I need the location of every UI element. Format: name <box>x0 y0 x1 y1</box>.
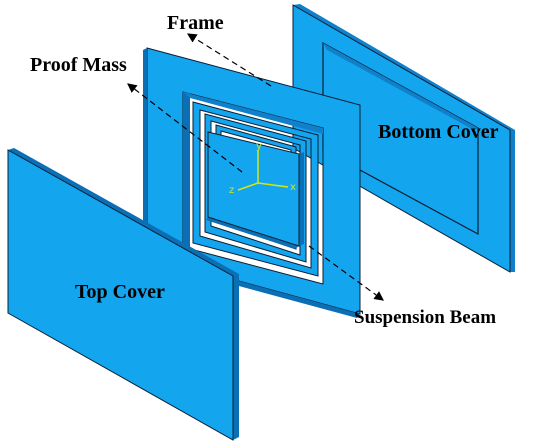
top-cover <box>7 148 239 441</box>
label-proof-mass: Proof Mass <box>30 54 127 76</box>
bottom-cover <box>292 4 515 273</box>
frame-side-left <box>143 48 147 256</box>
frame-hole-left-depth <box>183 92 190 248</box>
coordinate-axes: y x z <box>229 141 296 196</box>
label-suspension-beam: Suspension Beam <box>354 307 496 328</box>
bottom-cover-window-lip <box>323 43 478 130</box>
bottom-cover-side <box>293 4 515 130</box>
top-cover-top-edge <box>8 148 239 276</box>
axis-x-line <box>257 182 289 188</box>
axis-y-label: y <box>256 141 262 152</box>
proof-mass-side <box>299 152 304 246</box>
label-top-cover: Top Cover <box>75 281 165 303</box>
suspension-beam-outer <box>192 101 319 277</box>
proof-mass <box>206 131 304 249</box>
top-cover-face <box>7 149 234 441</box>
frame-leader-arrow <box>186 33 272 87</box>
axis-z-line <box>237 182 259 191</box>
label-frame: Frame <box>167 12 224 34</box>
bottom-cover-side-right <box>510 130 515 272</box>
axis-z-label: z <box>229 185 234 196</box>
suspension-beam-leader-arrow <box>308 245 384 301</box>
label-bottom-cover: Bottom Cover <box>378 121 499 143</box>
top-cover-side <box>233 274 239 440</box>
frame-hole-top-depth <box>183 92 323 134</box>
proof-mass-leader-arrow <box>127 83 243 173</box>
leader-arrows <box>127 33 384 301</box>
proof-mass-face <box>207 131 300 247</box>
proof-mass-bottom <box>206 217 299 249</box>
axis-x-label: x <box>290 182 296 193</box>
